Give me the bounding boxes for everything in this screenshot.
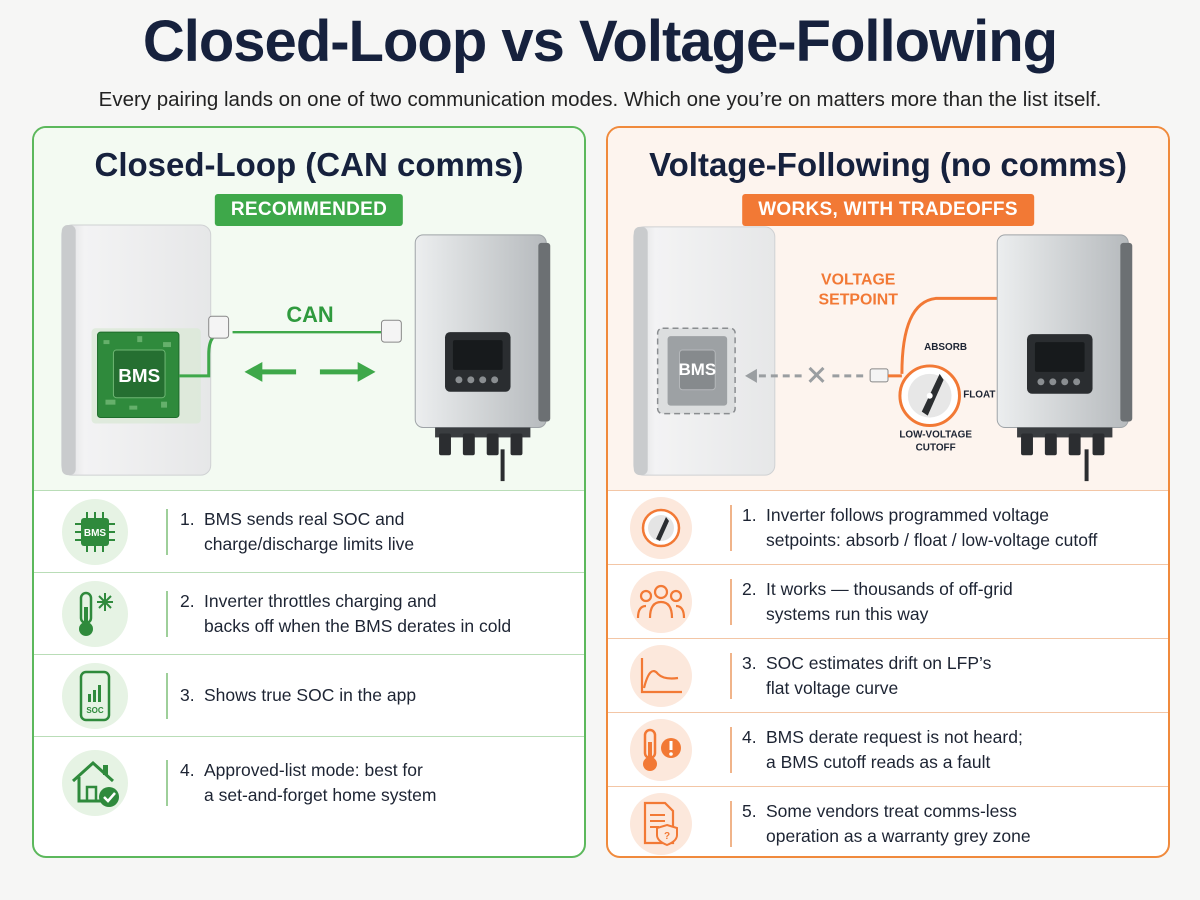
benefit-1-line1: BMS sends real SOC and [204, 508, 405, 529]
setpoint-dial-icon [898, 364, 961, 427]
tradeoff-4-line2: a BMS cutoff reads as a fault [766, 751, 991, 772]
recommended-badge: RECOMMENDED [214, 194, 404, 226]
bidirectional-arrow-icon [244, 361, 376, 382]
inverter-unit [414, 234, 551, 482]
svg-text:SOC: SOC [86, 706, 104, 715]
tradeoff-1-line1: Inverter follows programmed voltage [766, 504, 1050, 525]
tradeoff-3-line2: flat voltage curve [766, 677, 899, 698]
list-item: ? 5.Some vendors treat comms-less operat… [608, 786, 1168, 856]
battery-cabinet [633, 226, 776, 476]
tradeoff-2-line1: It works — thousands of off-grid [766, 578, 1013, 599]
voltage-following-scene: BMS VOLTAGE SETPOINT A [633, 226, 1133, 482]
tradeoffs-badge: WORKS, WITH TRADEOFFS [742, 194, 1034, 226]
bms-chip-label: BMS [118, 365, 160, 386]
voltage-following-panel: Voltage-Following (no comms) WORKS, WITH… [606, 126, 1170, 858]
tradeoff-3-line1: SOC estimates drift on LFP’s [766, 652, 992, 673]
flat-curve-icon [630, 644, 692, 707]
thermometer-snowflake-icon [62, 580, 128, 647]
tradeoff-5-line1: Some vendors treat comms-less [766, 800, 1017, 821]
battery-cabinet [61, 224, 212, 476]
closed-loop-heading: Closed-Loop (CAN comms) [94, 146, 524, 183]
broken-link-icon [745, 366, 889, 383]
benefit-3-line1: Shows true SOC in the app [204, 685, 417, 705]
voltage-following-tradeoffs: 1.Inverter follows programmed voltage se… [608, 490, 1168, 856]
bms-chip-label: BMS [679, 360, 716, 379]
svg-text:BMS: BMS [84, 528, 107, 539]
closed-loop-scene: BMS CAN [61, 224, 551, 482]
dial-knob-icon [630, 496, 692, 559]
inverter-can-connector [380, 319, 402, 343]
can-link-label: CAN [286, 302, 333, 327]
list-item: 1.Inverter follows programmed voltage se… [608, 490, 1168, 564]
inverter-unit [996, 234, 1133, 482]
voltage-following-header: Voltage-Following (no comms) WORKS, WITH… [608, 128, 1168, 490]
list-item: 2.Inverter throttles charging and backs … [34, 572, 584, 654]
dial-absorb-label: ABSORB [924, 342, 967, 353]
phone-soc-icon: SOC [62, 662, 128, 729]
benefit-4-line1: Approved-list mode: best for [204, 759, 423, 780]
benefit-2-line2: backs off when the BMS derates in cold [204, 615, 512, 636]
benefit-1-line2: charge/discharge limits live [204, 533, 415, 554]
thermometer-alert-icon [630, 718, 692, 781]
tradeoff-5-line2: operation as a warranty grey zone [766, 825, 1031, 846]
house-check-icon [62, 749, 128, 816]
people-group-icon [630, 570, 692, 633]
benefit-2-line1: Inverter throttles charging and [204, 590, 437, 611]
list-item: SOC 3.Shows true SOC in the app [34, 654, 584, 736]
bms-chip-icon: BMS [62, 498, 128, 565]
page-subtitle: Every pairing lands on one of two commun… [98, 88, 1102, 111]
tradeoff-2-line2: systems run this way [766, 603, 929, 624]
voltage-following-heading: Voltage-Following (no comms) [649, 146, 1127, 183]
page-title: Closed-Loop vs Voltage-Following [142, 9, 1058, 74]
tradeoff-4-line1: BMS derate request is not heard; [766, 726, 1023, 747]
list-item: 4.Approved-list mode: best for a set-and… [34, 736, 584, 828]
document-shield-icon: ? [630, 792, 692, 855]
dial-lvc-label-line2: CUTOFF [916, 442, 956, 453]
list-item: 2.It works — thousands of off-grid syste… [608, 564, 1168, 638]
list-item: 3.SOC estimates drift on LFP’s flat volt… [608, 638, 1168, 712]
svg-text:?: ? [664, 831, 670, 842]
closed-loop-benefits: BMS 1.BMS sends real SOC and charge/disc… [34, 490, 584, 856]
dial-lvc-label-line1: LOW-VOLTAGE [899, 429, 972, 440]
battery-can-connector [208, 315, 230, 339]
list-item: 4.BMS derate request is not heard; a BMS… [608, 712, 1168, 786]
setpoint-label-line2: SETPOINT [819, 291, 899, 308]
setpoint-label-line1: VOLTAGE [821, 272, 895, 289]
tradeoff-1-line2: setpoints: absorb / float / low-voltage … [766, 529, 1098, 550]
closed-loop-header: Closed-Loop (CAN comms) RECOMMENDED [34, 128, 584, 490]
closed-loop-panel: Closed-Loop (CAN comms) RECOMMENDED [32, 126, 586, 858]
benefit-4-line2: a set-and-forget home system [204, 784, 437, 805]
list-item: BMS 1.BMS sends real SOC and charge/disc… [34, 490, 584, 572]
dial-float-label: FLOAT [963, 390, 995, 401]
